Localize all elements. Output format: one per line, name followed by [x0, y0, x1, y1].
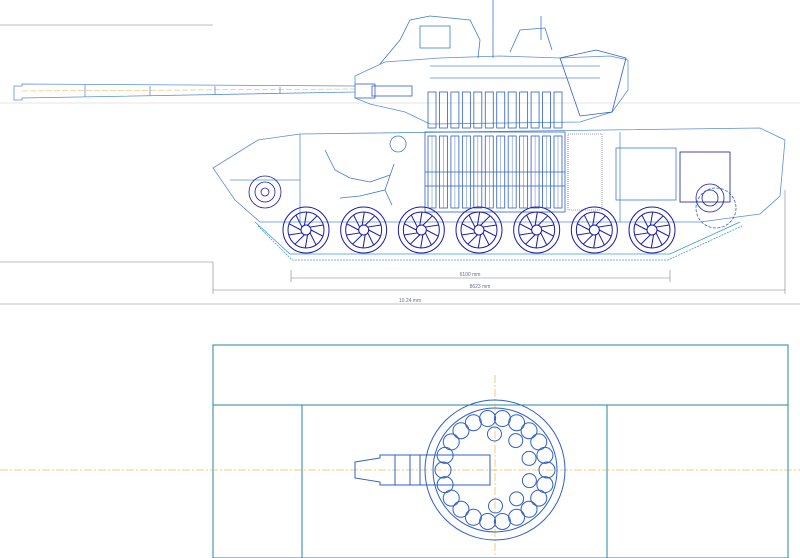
- ring-tube: [507, 91, 517, 129]
- carousel-cell: [436, 476, 454, 494]
- hull: [212, 127, 786, 229]
- ring-tube: [461, 91, 471, 129]
- carousel-cell: [488, 498, 504, 514]
- carousel-cell: [479, 410, 497, 428]
- carousel-autoloader: [424, 399, 566, 541]
- road-wheel: [455, 206, 503, 254]
- carousel-cells: [434, 410, 556, 530]
- carousel-cell: [536, 446, 554, 464]
- ring-tube: [496, 91, 506, 129]
- ring-tube: [450, 91, 460, 129]
- tank-top-view: [0, 344, 800, 558]
- carousel-cell: [521, 473, 537, 489]
- carousel-cell: [520, 422, 538, 440]
- road-wheel: [628, 206, 676, 254]
- ring-tube: [553, 91, 563, 129]
- road-wheel: [340, 206, 388, 254]
- driver-figure: [339, 135, 407, 206]
- track-length-label: 6100 mm: [460, 272, 481, 278]
- ring-tube: [519, 91, 529, 129]
- road-wheel: [282, 206, 330, 254]
- turret-ring-tubes: [427, 91, 563, 129]
- carousel-cell: [479, 512, 497, 530]
- road-wheels: [282, 206, 676, 254]
- carousel-cell: [464, 414, 482, 432]
- autoloader-tubes: [425, 135, 565, 209]
- carousel-cell: [493, 410, 511, 428]
- hull-length-label: 8623 mm: [470, 284, 491, 290]
- carousel-cell: [452, 500, 470, 518]
- gun-breech: [354, 454, 491, 486]
- gun-barrel: [13, 83, 413, 101]
- road-wheel: [397, 206, 445, 254]
- road-wheel: [570, 206, 618, 254]
- track: [254, 221, 743, 261]
- carousel-cell: [509, 491, 525, 507]
- carousel-cell: [508, 433, 524, 449]
- dimension-lines: [0, 24, 800, 305]
- carousel-cell: [486, 426, 502, 442]
- carousel-cell: [442, 433, 460, 451]
- road-wheel: [513, 206, 561, 254]
- carousel-cell: [520, 500, 538, 518]
- carousel-cell: [452, 422, 470, 440]
- carousel-cell: [538, 461, 556, 479]
- top-view-frame: [212, 344, 789, 558]
- carousel-cell: [464, 508, 482, 526]
- carousel-cell: [521, 450, 537, 466]
- ring-tube: [473, 91, 483, 129]
- overall-length-label: 10.24 mm: [399, 298, 421, 304]
- carousel-cell: [434, 461, 452, 479]
- idler-wheel: [248, 175, 282, 209]
- carousel-cell: [530, 489, 548, 507]
- turret: [354, 0, 629, 129]
- ring-tube: [427, 91, 437, 129]
- ring-tube: [530, 91, 540, 129]
- carousel-cell: [508, 508, 526, 526]
- carousel-cell: [493, 512, 511, 530]
- ring-tube: [439, 91, 448, 129]
- tank-side-view: [13, 0, 786, 261]
- ring-tube: [484, 91, 494, 129]
- carousel-cell: [508, 414, 526, 432]
- drive-sprocket: [695, 187, 737, 229]
- ring-tube: [542, 91, 551, 129]
